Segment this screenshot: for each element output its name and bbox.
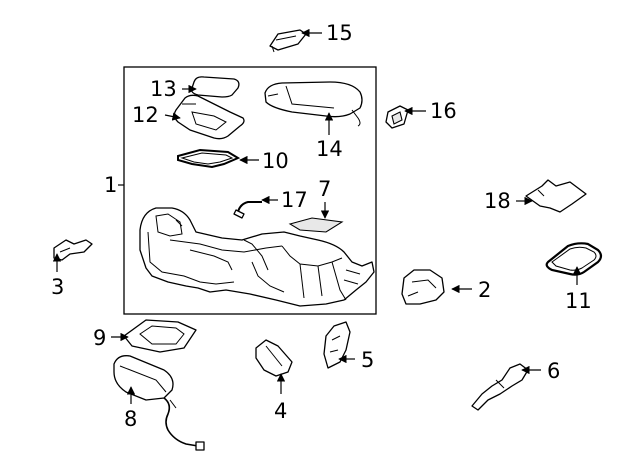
console-assembly-frame	[123, 66, 377, 315]
console-body[interactable]	[139, 207, 375, 307]
callout-4: 4	[274, 399, 287, 423]
part-13-pad[interactable]	[190, 76, 240, 98]
callout-12: 12	[132, 103, 159, 127]
callout-labels: 15 13 12 14 16 10 1 17 7 18 11 3 2 9 8 4…	[51, 21, 592, 431]
callout-14: 14	[316, 137, 343, 161]
part-18-panel[interactable]	[525, 179, 587, 213]
callout-16: 16	[430, 99, 457, 123]
callout-5: 5	[361, 348, 374, 372]
part-5-bracket[interactable]	[323, 321, 351, 369]
callout-8: 8	[124, 407, 137, 431]
callout-9: 9	[93, 326, 106, 350]
callout-2: 2	[478, 278, 491, 302]
part-9-tray[interactable]	[123, 319, 197, 353]
callout-1: 1	[104, 173, 117, 197]
part-8-storage-box[interactable]	[113, 355, 205, 451]
callout-17: 17	[281, 188, 308, 212]
callout-10: 10	[262, 149, 289, 173]
part-10-seal[interactable]	[177, 148, 241, 169]
callout-15: 15	[326, 21, 353, 45]
part-3-bracket[interactable]	[53, 239, 93, 261]
callout-18: 18	[484, 189, 511, 213]
callout-7: 7	[318, 177, 331, 201]
part-11-ring-seal[interactable]	[545, 242, 603, 276]
part-6-bracket[interactable]	[471, 363, 529, 411]
part-12-bezel[interactable]	[173, 94, 245, 140]
part-17-clip[interactable]	[233, 201, 262, 219]
callout-3: 3	[51, 275, 64, 299]
part-15-bracket[interactable]	[269, 29, 307, 53]
part-2-bracket[interactable]	[401, 269, 445, 305]
part-7-plate[interactable]	[288, 217, 344, 233]
part-4-bracket[interactable]	[255, 339, 293, 377]
leader-lines	[52, 28, 582, 404]
callout-6: 6	[547, 359, 560, 383]
callout-13: 13	[150, 77, 177, 101]
part-14-armrest-lid[interactable]	[264, 81, 363, 127]
part-16-switch[interactable]	[385, 105, 409, 129]
callout-11: 11	[565, 289, 592, 313]
